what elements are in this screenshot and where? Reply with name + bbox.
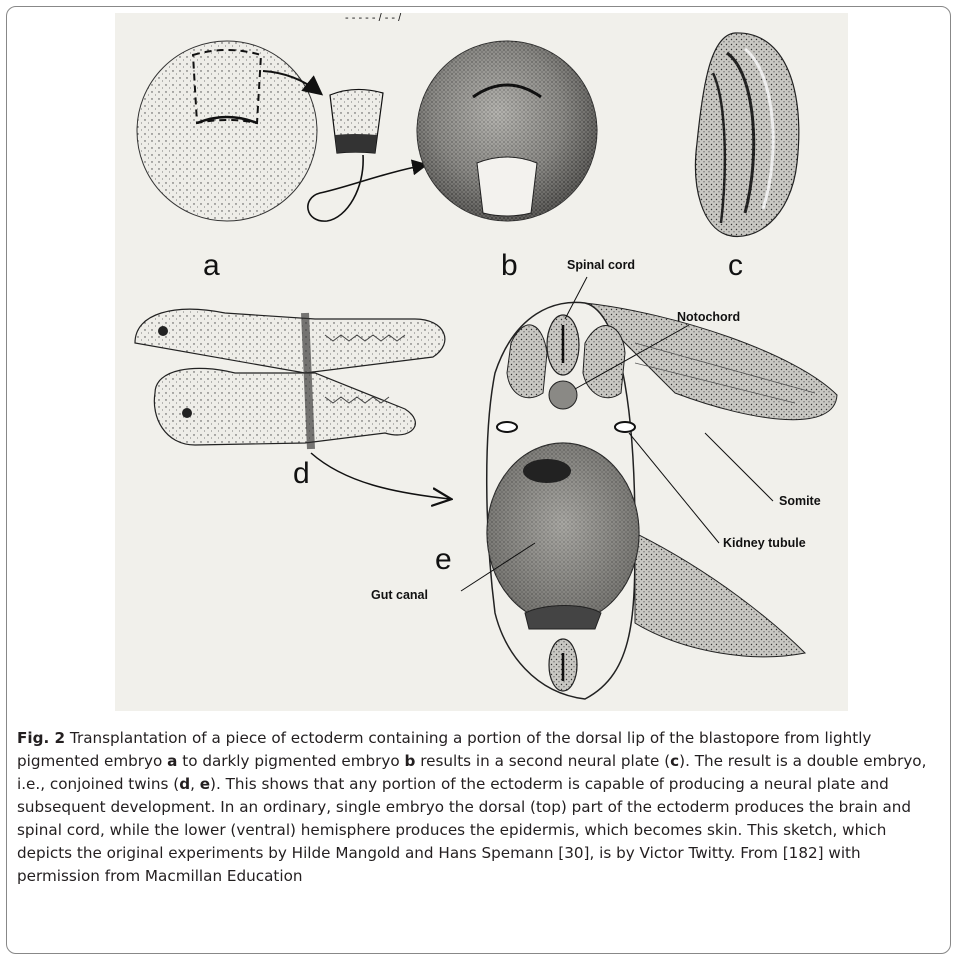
panel-label-b: b xyxy=(501,249,518,282)
embryo-b xyxy=(417,41,597,221)
panel-label-e: e xyxy=(435,543,452,576)
caption-fig-label: Fig. 2 xyxy=(17,729,65,747)
embryo-d xyxy=(135,309,445,449)
caption-text-5: , xyxy=(190,775,200,793)
embryo-a xyxy=(137,41,317,221)
embryo-c xyxy=(695,33,798,237)
top-text-fragment: - - - - - / - - / xyxy=(345,13,402,24)
caption-text-3: results in a second neural plate ( xyxy=(415,752,670,770)
excised-piece xyxy=(330,89,383,153)
caption-ref-b: b xyxy=(405,752,416,770)
figure-caption: Fig. 2 Transplantation of a piece of ect… xyxy=(17,727,942,888)
label-somite: Somite xyxy=(779,494,821,508)
caption-ref-a: a xyxy=(167,752,177,770)
arrow-piece-to-b xyxy=(308,155,425,221)
label-kidney-tubule: Kidney tubule xyxy=(723,536,806,550)
panel-label-d: d xyxy=(293,457,310,490)
figure-image: - - - - - / - - / xyxy=(115,13,848,711)
figure-illustration: - - - - - / - - / xyxy=(115,13,848,711)
panel-label-c: c xyxy=(728,249,743,282)
figure-frame: - - - - - / - - / xyxy=(6,6,951,954)
caption-text-2: to darkly pigmented embryo xyxy=(177,752,404,770)
caption-ref-c: c xyxy=(670,752,679,770)
label-notochord: Notochord xyxy=(677,310,740,324)
label-spinal-cord: Spinal cord xyxy=(567,258,635,272)
panel-label-a: a xyxy=(203,249,220,282)
caption-ref-d: d xyxy=(179,775,190,793)
arrow-d-to-e xyxy=(311,453,450,499)
leader-kidney-tubule xyxy=(629,433,719,543)
leader-somite xyxy=(705,433,773,501)
caption-ref-e: e xyxy=(200,775,210,793)
label-gut-canal: Gut canal xyxy=(371,588,428,602)
